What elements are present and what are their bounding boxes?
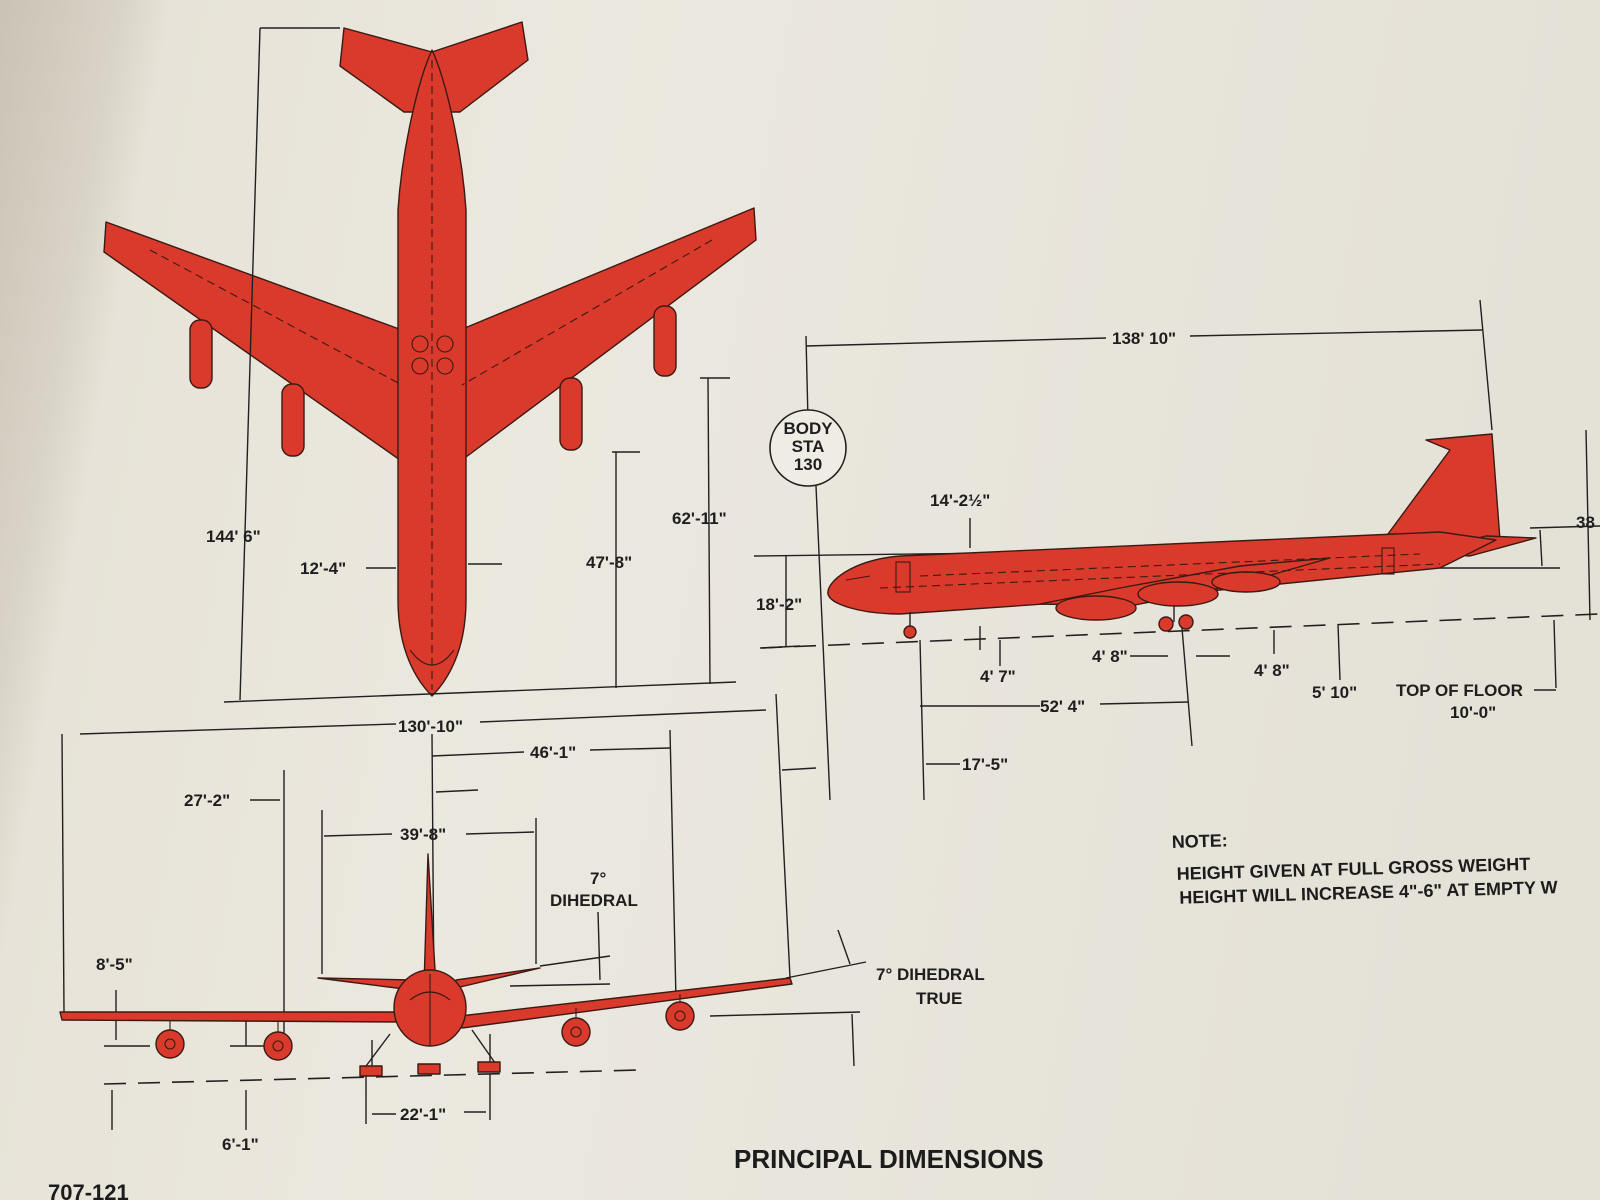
outer-engine-half-span-label: 46'-1" [530, 743, 576, 762]
dihedral-true-label: TRUE [916, 989, 962, 1008]
front-view-aircraft [59, 853, 793, 1077]
note-heading: NOTE: [1171, 830, 1228, 852]
top-view-aircraft [103, 21, 757, 697]
inner-engine-span-label: 27'-2" [184, 791, 230, 810]
fuselage-length-label: 138' 10" [1112, 329, 1176, 348]
dihedral-angle-label: 7° [590, 869, 606, 888]
page-reference: 707-121 [48, 1180, 129, 1200]
main-gear-track-label: 22'-1" [400, 1105, 446, 1124]
stabilizer-span-label: 39'-8" [400, 825, 446, 844]
front-view-dimension-lines [61, 693, 867, 1130]
tail-height-label: 38 [1576, 513, 1595, 532]
body-station-marker: BODY STA 130 [769, 409, 847, 487]
body-station-line1: BODY [783, 419, 833, 438]
dihedral-label: DIHEDRAL [550, 891, 638, 910]
wing-to-nose-long-label: 62'-11" [672, 509, 727, 528]
fuselage-width-label: 12'-4" [300, 559, 346, 578]
floor-label: TOP OF FLOOR [1396, 681, 1523, 700]
body-station-line3: 130 [794, 455, 822, 474]
floor-height-label: 10'-0" [1450, 703, 1496, 722]
nose-gear-height-label: 4' 7" [980, 667, 1016, 686]
aft-height-label: 5' 10" [1312, 683, 1357, 702]
dihedral-true-angle-label: 7° DIHEDRAL [876, 965, 985, 984]
top-view-dimension-lines [223, 27, 737, 703]
engine-clearance-label: 6'-1" [222, 1135, 259, 1154]
aft-gear-height-label: 4' 8" [1254, 661, 1290, 680]
nose-gear-station-label: 17'-5" [962, 755, 1008, 774]
wingspan-label: 130'-10" [398, 717, 463, 736]
wheelbase-label: 52' 4" [1040, 697, 1085, 716]
wingtip-height-label: 8'-5" [96, 955, 133, 974]
note-block: NOTE: HEIGHT GIVEN AT FULL GROSS WEIGHT … [1171, 830, 1557, 907]
overall-length-label: 144' 6" [206, 527, 261, 546]
fuselage-height-label: 14'-2½" [930, 491, 990, 510]
nose-height-label: 18'-2" [756, 595, 802, 614]
body-station-line2: STA [792, 437, 825, 456]
diagram-title: PRINCIPAL DIMENSIONS [734, 1144, 1044, 1174]
side-view-aircraft [827, 433, 1537, 639]
main-gear-offset-label: 4' 8" [1092, 647, 1128, 666]
wing-to-nose-short-label: 47'-8" [586, 553, 632, 572]
